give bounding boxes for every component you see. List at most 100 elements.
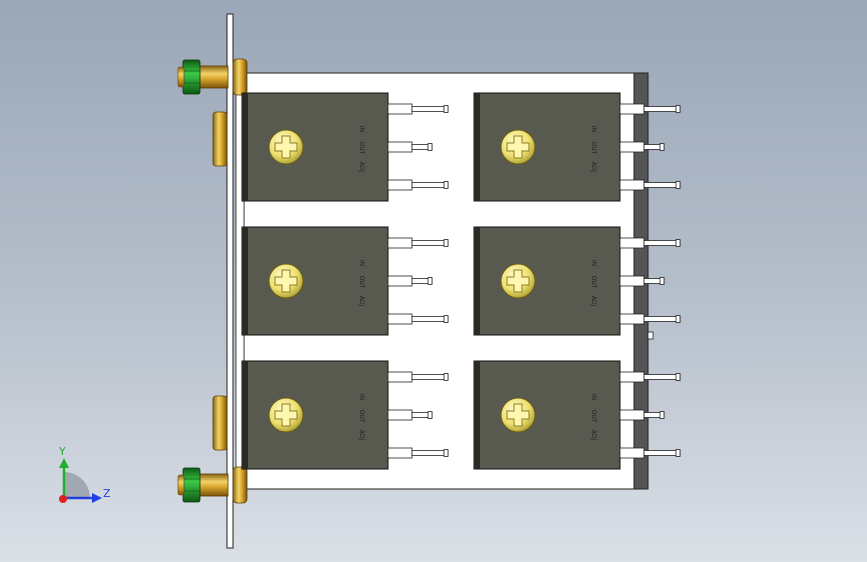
screw-cross-recess xyxy=(506,135,530,159)
pin-base xyxy=(619,103,645,115)
pin-lead[interactable] xyxy=(643,450,681,456)
pin-base xyxy=(387,371,413,383)
pin-label: IN xyxy=(590,260,597,266)
pin-lead[interactable] xyxy=(643,240,681,246)
pin-lead[interactable] xyxy=(643,106,681,112)
pin-base xyxy=(619,409,645,421)
pin-tip xyxy=(427,411,433,419)
regulator-5[interactable]: IN OUT ADJ xyxy=(241,360,449,470)
regulator-tab-edge xyxy=(242,93,248,201)
pin-label: OUT xyxy=(590,142,597,155)
pin-base xyxy=(387,237,413,249)
regulator-group: IN OUT ADJ IN OUT ADJ IN OUT ADJ IN OUT ADJ IN OUT ADJ… xyxy=(241,92,681,470)
pin-base xyxy=(387,313,413,325)
pin-lead[interactable] xyxy=(411,374,449,380)
pin-tip xyxy=(675,315,681,323)
pin-tip xyxy=(443,315,449,323)
pin-tip xyxy=(675,105,681,113)
pin-base xyxy=(619,371,645,383)
pin-lead[interactable] xyxy=(643,316,681,322)
pin-base xyxy=(619,237,645,249)
regulator-body[interactable] xyxy=(473,92,621,202)
screw-cross-recess xyxy=(274,403,298,427)
heatsink-tab xyxy=(647,331,654,340)
pin-lead[interactable] xyxy=(411,106,449,112)
regulator-tab-edge xyxy=(474,227,480,335)
pin-tip xyxy=(443,449,449,457)
pin-tip xyxy=(675,181,681,189)
regulator-1[interactable]: IN OUT ADJ xyxy=(241,92,449,202)
pin-label: ADJ xyxy=(590,296,597,307)
regulator-body[interactable] xyxy=(241,92,389,202)
regulator-body[interactable] xyxy=(473,360,621,470)
pin-lead[interactable] xyxy=(411,182,449,188)
triad-arc xyxy=(64,472,90,498)
regulator-body[interactable] xyxy=(241,226,389,336)
pin-base xyxy=(387,103,413,115)
pin-base xyxy=(387,275,413,287)
pin-label: IN xyxy=(358,394,365,400)
pin-base xyxy=(619,179,645,191)
pin-tip xyxy=(659,411,665,419)
brass-collar-top[interactable] xyxy=(212,111,228,167)
pin-label: OUT xyxy=(358,142,365,155)
pin-label: IN xyxy=(358,126,365,132)
pin-base xyxy=(387,447,413,459)
pin-lead[interactable] xyxy=(411,240,449,246)
binding-post-bottom[interactable] xyxy=(177,466,248,504)
binding-post-top[interactable] xyxy=(177,58,248,96)
pin-tip xyxy=(675,449,681,457)
y-axis-label: Y xyxy=(58,445,66,458)
screw-cross-recess xyxy=(274,269,298,293)
pin-label: OUT xyxy=(590,410,597,423)
pin-label: ADJ xyxy=(358,162,365,173)
pin-base xyxy=(387,141,413,153)
pin-lead[interactable] xyxy=(411,450,449,456)
front-plate[interactable] xyxy=(226,13,234,549)
z-axis-label: Z xyxy=(103,487,111,500)
pin-tip xyxy=(427,143,433,151)
pin-label: ADJ xyxy=(590,162,597,173)
regulator-tab-edge xyxy=(242,227,248,335)
pin-lead[interactable] xyxy=(643,182,681,188)
pin-tip xyxy=(443,181,449,189)
pin-tip xyxy=(675,239,681,247)
pin-base xyxy=(619,313,645,325)
pin-base xyxy=(387,179,413,191)
pin-lead[interactable] xyxy=(643,374,681,380)
regulator-tab-edge xyxy=(242,361,248,469)
regulator-body[interactable] xyxy=(473,226,621,336)
screw-cross-recess xyxy=(506,403,530,427)
pin-label: IN xyxy=(590,126,597,132)
pin-label: OUT xyxy=(358,410,365,423)
pin-base xyxy=(619,447,645,459)
brass-collar-bottom[interactable] xyxy=(212,395,228,451)
pin-tip xyxy=(427,277,433,285)
pin-label: ADJ xyxy=(358,430,365,441)
pin-label: IN xyxy=(590,394,597,400)
regulator-4[interactable]: IN OUT ADJ xyxy=(473,226,681,336)
pin-base xyxy=(619,275,645,287)
pin-lead[interactable] xyxy=(411,316,449,322)
axis-triad: Y Z xyxy=(58,445,111,503)
pin-base xyxy=(619,141,645,153)
triad-origin xyxy=(59,495,67,503)
regulator-2[interactable]: IN OUT ADJ xyxy=(473,92,681,202)
pin-tip xyxy=(443,239,449,247)
pin-label: ADJ xyxy=(358,296,365,307)
regulator-tab-edge xyxy=(474,93,480,201)
screw-cross-recess xyxy=(506,269,530,293)
pin-tip xyxy=(659,277,665,285)
pin-tip xyxy=(443,105,449,113)
regulator-body[interactable] xyxy=(241,360,389,470)
pin-tip xyxy=(443,373,449,381)
pin-label: OUT xyxy=(358,276,365,289)
pin-tip xyxy=(675,373,681,381)
pin-label: OUT xyxy=(590,276,597,289)
pin-base xyxy=(387,409,413,421)
y-axis-arrow xyxy=(59,458,69,468)
